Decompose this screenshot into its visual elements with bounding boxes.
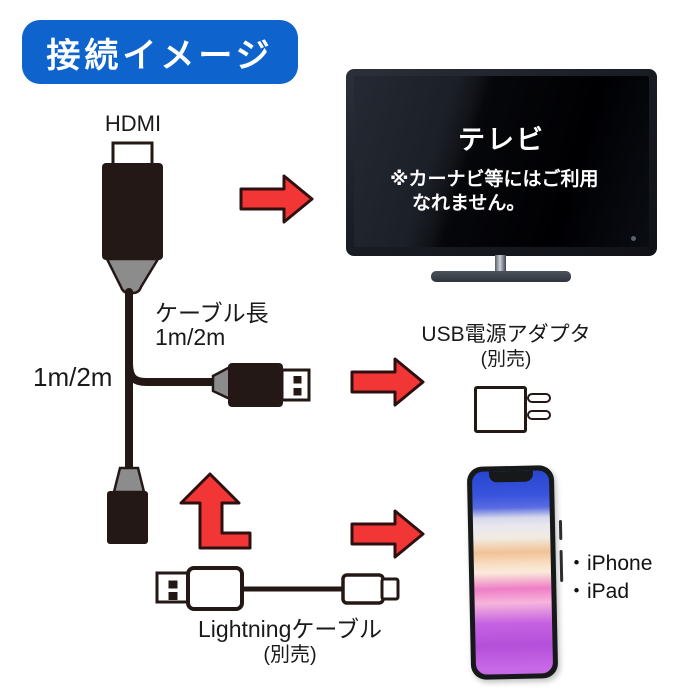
lightning-usb-body-icon [186,566,244,611]
usb-pin-icon [168,592,178,600]
usb-male-body-icon [228,363,283,407]
main-cable-length-label: 1m/2m [33,362,113,392]
usb-adapter-icon [474,386,527,433]
iphone-side-button-icon [559,549,564,583]
arrow-to-phone-icon [350,509,425,559]
usb-pin-icon [168,580,178,589]
usb-adapter-name: USB電源アダプタ [421,323,591,346]
usb-male-relief-icon [211,364,232,401]
adapter-prong-icon [527,410,551,420]
iphone-illustration [466,465,564,680]
lightning-connector-body-icon [341,573,385,605]
device-item-ipad: ・iPad [566,580,630,603]
tv-frame: テレビ ※カーナビ等にはご利用 なれません。 [346,69,657,256]
usb-pin-icon [293,376,302,384]
adapter-prong-icon [527,393,551,403]
hdmi-connector-body-icon [102,163,163,260]
compatible-devices-list: ・iPhone ・iPad [566,550,652,606]
usb-female-relief-icon [112,466,146,494]
hdmi-cable-icon [102,141,311,544]
lightning-cable-availability: (別売) [263,644,317,666]
arrow-up-from-lightning-icon [179,472,252,550]
arrow-to-adapter-icon [350,357,425,407]
usb-adapter-availability: (別売) [480,349,532,370]
lightning-connector-tip-icon [380,577,400,601]
tv-note: ※カーナビ等にはご利用 なれません。 [390,168,598,216]
hdmi-strain-relief-icon [104,257,161,295]
tv-title: テレビ [458,125,545,155]
hdmi-label: HDMI [104,111,162,136]
usb-branch-cable-icon [125,361,214,386]
tv-screen: テレビ ※カーナビ等にはご利用 なれません。 [354,76,649,247]
iphone-notch-icon [488,470,533,483]
tv-stand-neck-icon [495,255,506,273]
title-badge: 接続イメージ [22,20,298,84]
title-badge-label: 接続イメージ [46,36,274,75]
usb-female-body-icon [107,491,148,544]
lightning-cable-name: Lightningケーブル [198,616,382,642]
branch-cable-length-caption: ケーブル長 [155,300,269,326]
lightning-cable-icon [155,566,400,611]
iphone-side-button-icon [558,519,563,541]
tv-note-line1: ※カーナビ等にはご利用 [390,169,599,190]
usb-pin-icon [293,388,302,396]
tv-stand-base-icon [431,271,571,282]
branch-cable-length-value: 1m/2m [155,324,226,350]
device-item-iphone: ・iPhone [566,552,653,575]
lightning-cable-label: Lightningケーブル (別売) [185,616,395,668]
branch-cable-length-label: ケーブル長 1m/2m [155,301,269,349]
tv-note-line2: なれません。 [412,193,526,214]
usb-adapter-label: USB電源アダプタ (別売) [418,322,594,372]
arrow-to-tv-icon [239,174,314,224]
iphone-screen [471,470,554,675]
hdmi-plug-tip-icon [111,141,154,167]
tv-indicator-dot-icon [631,236,636,241]
usb-male-metal-icon [280,368,311,402]
